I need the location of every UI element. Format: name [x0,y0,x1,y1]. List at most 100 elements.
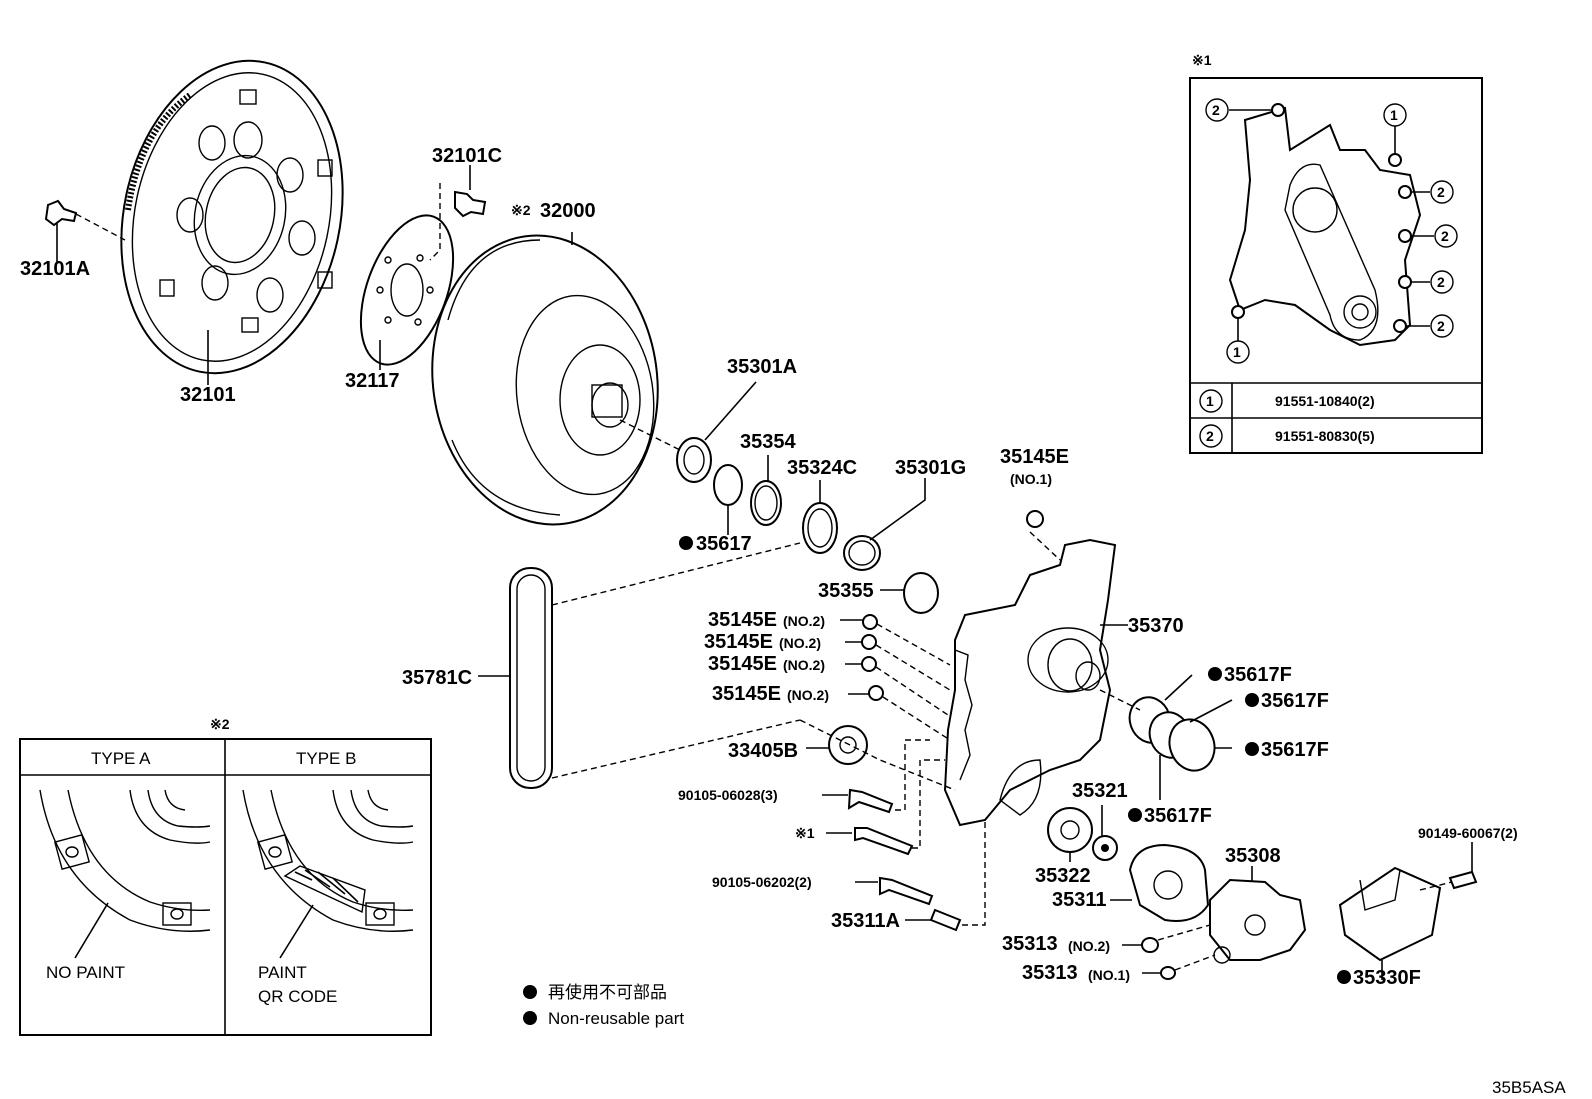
bolt-35145E-no1 [1026,510,1044,528]
callout-35145E-no2-a: 35145E [708,609,777,631]
callout-90149-60067: 90149-60067(2) [1418,825,1518,841]
inset2-type-b-caption-1: PAINT [258,963,307,982]
callout-35617F-2: 35617F [1261,690,1329,712]
pin-35311A [905,820,986,932]
inset2-title: ※2 [210,716,230,732]
callout-35781C: 35781C [402,667,472,689]
callout-35370: 35370 [1128,615,1184,637]
figure-code: 35B5ASA [1492,1078,1566,1097]
callout-35145E-no2-d-sub: (NO.2) [787,687,829,703]
callout-35145E-no2-b: 35145E [704,631,773,653]
inset1-row1-symbol [1199,389,1223,413]
callout-33405B: 33405B [728,740,798,762]
callout-35145E-no2-c: 35145E [708,653,777,675]
legend-line-ja: 再使用不可部品 [548,982,667,1002]
callout-35145E-no1: 35145E [1000,446,1069,468]
inset1-row2-symbol-text: 2 [1206,428,1214,444]
callout-35145E-no2-c-sub: (NO.2) [783,657,825,673]
callout-35354: 35354 [740,431,796,453]
inset2-type-a-header: TYPE A [91,749,151,768]
callout-35145E-no2-d: 35145E [712,683,781,705]
non-reusable-mark [1337,970,1351,984]
torque-converter-32000 [431,232,659,526]
callout-35321: 35321 [1072,780,1128,802]
callout-35617F-4: 35617F [1144,805,1212,827]
bolt-star1 [826,759,945,856]
inset1-title: ※1 [1192,52,1212,68]
svg-text:2: 2 [1212,102,1220,118]
seal-rings-35617F [1099,674,1233,800]
oil-seal-35301A [676,381,757,483]
callout-35308: 35308 [1225,845,1281,867]
svg-text:2: 2 [1437,274,1445,290]
bolt-90149-60067 [1419,842,1478,891]
svg-text:1: 1 [1233,344,1241,360]
valve-body-35308 [1209,866,1307,964]
bushing-35301G [843,478,926,571]
callout-35145E-no2-a-sub: (NO.2) [783,613,825,629]
callout-32117: 32117 [345,370,400,392]
callout-35313-no2: 35313 [1002,933,1058,955]
inset1-row1-symbol-text: 1 [1206,393,1214,409]
bolt-90105-06028 [822,739,930,814]
washers-35313 [1122,924,1216,980]
strainer-35330F [1338,866,1442,980]
inset1-row2-part: 91551-80830(5) [1275,428,1375,444]
non-reusable-mark [1128,808,1142,822]
chain-35781C [478,542,801,789]
inset1-row2-symbol [1199,424,1223,448]
pump-cover-35370 [943,531,1128,827]
callout-35617F-3: 35617F [1261,739,1329,761]
callout-35313-no2-sub: (NO.2) [1068,938,1110,954]
callout-35301A: 35301A [727,356,797,378]
inset2-type-b-caption-2: QR CODE [258,987,337,1006]
callout-35355: 35355 [818,580,874,602]
callout-35617F-1: 35617F [1224,664,1292,686]
callout-32000: 32000 [540,200,596,222]
svg-text:1: 1 [1390,107,1398,123]
callout-90105-06028: 90105-06028(3) [678,787,778,803]
pump-body-35311 [1110,843,1210,922]
callout-35301G: 35301G [895,457,966,479]
snap-ring-35355 [880,572,939,614]
inset2-type-a-caption: NO PAINT [46,963,125,982]
non-reusable-mark [1245,693,1259,707]
pump-gear-35322 [1047,807,1093,862]
inset-star1: ※1 2 1 2 2 2 2 1 [1189,52,1483,454]
non-reusable-mark [1208,667,1222,681]
callout-35311: 35311 [1052,889,1107,911]
callout-90105-06202: 90105-06202(2) [712,874,812,890]
inset2-type-b-header: TYPE B [296,749,356,768]
non-reusable-mark [679,536,693,550]
o-ring-35617 [713,464,743,535]
callout-35145E-no2-b-sub: (NO.2) [779,635,821,651]
callout-star1: ※1 [795,825,815,841]
bolt-32101C [429,183,487,261]
legend-dot-en [523,1011,537,1025]
callout-32000-prefix: ※2 [511,202,531,218]
bolt-90105-06202 [855,876,934,906]
non-reusable-mark [1245,742,1259,756]
bolt-32101A [44,199,126,241]
inset1-row1-part: 91551-10840(2) [1275,393,1375,409]
legend-dot-ja [523,985,537,999]
callout-32101A: 32101A [20,258,90,280]
bolts-35145E-no2 [840,614,951,741]
callout-35324C: 35324C [787,457,857,479]
callout-35313-no1-sub: (NO.1) [1088,967,1130,983]
svg-text:2: 2 [1437,184,1445,200]
callout-32101: 32101 [180,384,236,406]
legend-line-en: Non-reusable part [548,1009,684,1028]
snap-ring-35354 [750,455,782,526]
ring-35324C [802,480,838,554]
callout-32101C: 32101C [432,145,502,167]
svg-text:2: 2 [1437,318,1445,334]
legend: 再使用不可部品 Non-reusable part [523,982,684,1028]
callout-35145E-no1-sub: (NO.1) [1010,471,1052,487]
callout-35617: 35617 [696,533,752,555]
svg-text:2: 2 [1441,228,1449,244]
gear-35321 [1092,805,1118,861]
callout-35313-no1: 35313 [1022,962,1078,984]
drive-plate-32101 [120,59,344,375]
